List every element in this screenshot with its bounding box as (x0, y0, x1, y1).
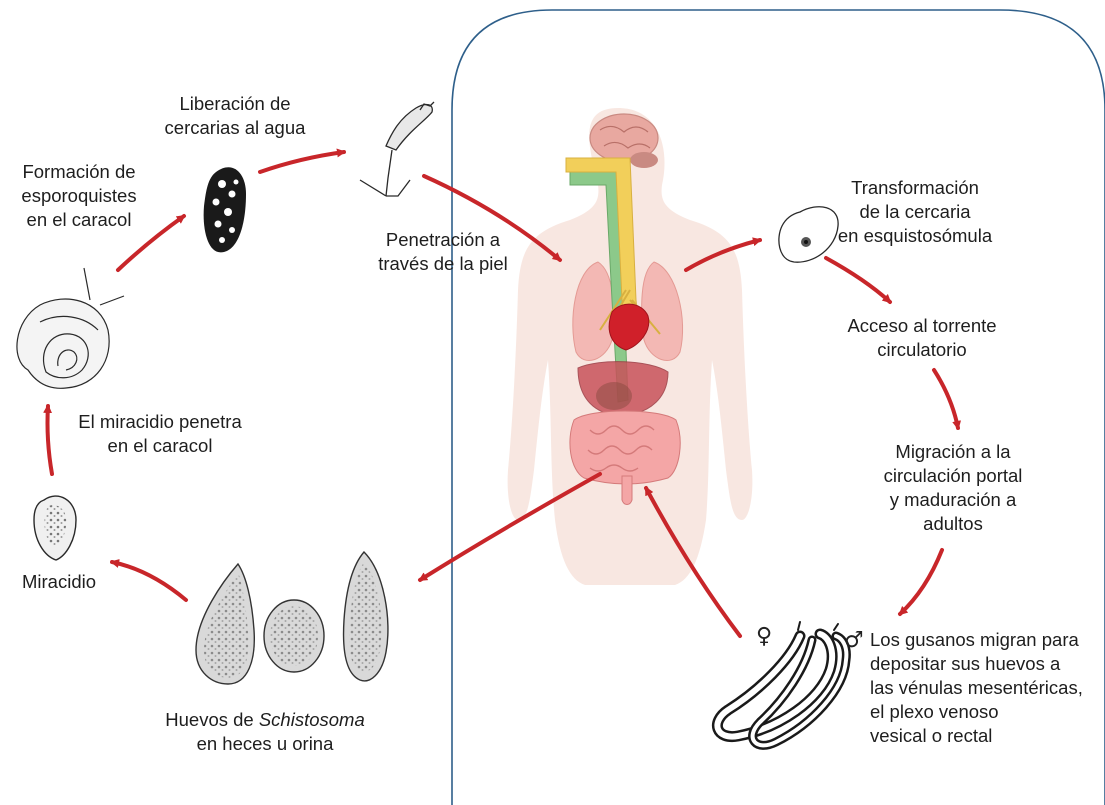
miracidium-icon (34, 496, 76, 560)
label-eggs: Huevos de Schistosoma en heces u orina (150, 708, 380, 756)
cercaria-icon (360, 102, 434, 196)
arrow-miracidium-to-snail (48, 406, 53, 474)
label-miracidium: Miracidio (4, 570, 114, 594)
arrow-transformation-to-bloodstream (826, 258, 890, 302)
adult-worms-icon (717, 622, 846, 745)
label-skin-penetration: Penetración a través de la piel (368, 228, 518, 276)
label-worms-migrate: Los gusanos migran para depositar sus hu… (870, 628, 1102, 748)
label-cercariae-release: Liberación de cercarias al agua (150, 92, 320, 140)
label-bloodstream: Acceso al torrente circulatorio (832, 314, 1012, 362)
arrow-bloodstream-to-portal (934, 370, 958, 428)
sporocyst-icon (204, 167, 246, 252)
egg-icon (344, 552, 388, 681)
label-sporocysts: Formación de esporoquistes en el caracol (4, 160, 154, 232)
label-portal-migration: Migración a la circulación portal y madu… (868, 440, 1038, 536)
arrow-portal-to-worms (900, 550, 942, 614)
egg-icon (264, 600, 324, 672)
arrow-eggs-to-miracidium (112, 562, 186, 600)
snail-icon (17, 268, 124, 388)
label-transformation: Transformación de la cercaria en esquist… (830, 176, 1000, 248)
label-miracidium-penetrates: El miracidio penetra en el caracol (70, 410, 250, 458)
male-symbol: ♂ (844, 628, 864, 653)
egg-icon (196, 564, 254, 684)
arrow-release-to-cercaria (260, 152, 344, 172)
female-symbol: ♀ (756, 624, 772, 649)
